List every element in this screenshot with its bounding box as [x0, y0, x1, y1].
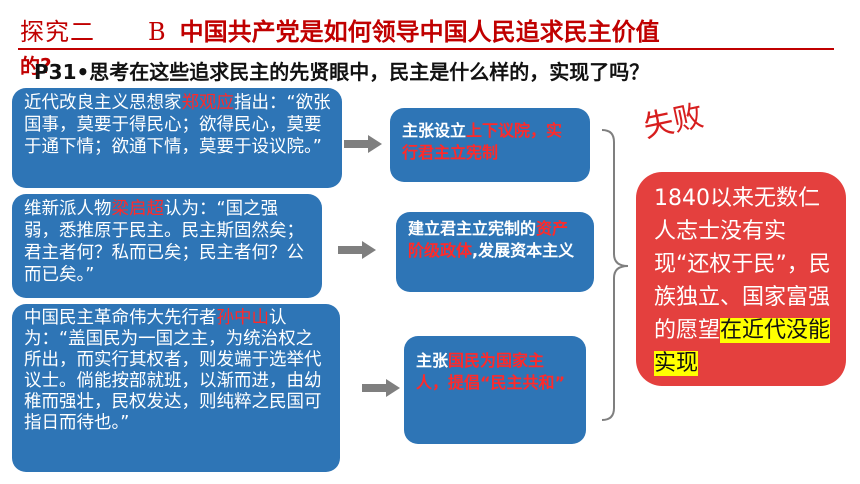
title-underline [18, 48, 834, 50]
quote-prefix: 维新派人物 [24, 199, 112, 219]
arrow-right-icon [338, 241, 376, 259]
quote-suffix: 认为： [164, 199, 217, 219]
proposal-highlight: 国民为国家主人，提倡“民主共和” [416, 351, 566, 392]
quote-prefix: 中国民主革命伟大先行者 [24, 308, 217, 328]
quote-body: “盖国民为一国之主，为统治权之所出，而实行其权者，则发端于选举代议士。倘能按部就… [24, 329, 322, 433]
verdict-label: 失败 [640, 98, 707, 146]
title-overflow: 的? [20, 54, 52, 78]
proposal-text-end: ,发展资本主义 [472, 241, 575, 260]
quote-suffix: 指出： [234, 93, 287, 113]
page-title: B 中国共产党是如何领导中国人民追求民主价值 [148, 12, 660, 47]
proposal-box-2: 建立君主立宪制的资产阶级政体,发展资本主义 [396, 212, 594, 292]
conclusion-box: 1840以来无数仁人志士没有实现“还权于民”，民族独立、国家富强的愿望在近代没能… [636, 172, 846, 386]
quote-person: 梁启超 [111, 199, 165, 219]
proposal-highlight: 上下议院，实行君主立宪制 [402, 121, 563, 162]
quote-box-liang: 维新派人物梁启超认为：“国之强弱，悉推原于民主。民主斯固然矣；君主者何？私而已矣… [12, 194, 322, 298]
proposal-box-1: 主张设立上下议院，实行君主立宪制 [390, 108, 590, 182]
proposal-box-3: 主张国民为国家主人，提倡“民主共和” [404, 336, 586, 444]
proposal-text: 主张 [416, 351, 449, 370]
quote-suffix: 认为： [24, 308, 287, 349]
quote-person: 郑观应 [181, 93, 235, 113]
section-letter: B [148, 18, 166, 46]
title-text: 中国共产党是如何领导中国人民追求民主价值 [179, 18, 660, 46]
question-text: P31•思考在这些追求民主的先贤眼中，民主是什么样的，实现了吗？ [34, 60, 650, 84]
quote-box-zheng: 近代改良主义思想家郑观应指出：“欲张国事，莫要于得民心；欲得民心，莫要于通下情；… [12, 88, 342, 188]
proposal-text: 建立君主立宪制的 [408, 219, 537, 238]
quote-prefix: 近代改良主义思想家 [24, 93, 182, 113]
quote-body: “欲张国事，莫要于得民心；欲得民心，莫要于通下情；欲通下情，莫要于设议院。” [24, 93, 331, 157]
section-label: 探究二 [20, 18, 95, 46]
arrow-right-icon [344, 135, 382, 153]
proposal-highlight: 资产阶级政体 [408, 219, 569, 260]
quote-person: 孙中山 [216, 308, 270, 328]
arrow-right-icon [362, 379, 400, 397]
proposal-text: 主张设立 [402, 121, 467, 140]
quote-body: “国之强弱，悉推原于民主。民主斯固然矣；君主者何？私而已矣；民主者何？公而已矣。… [24, 199, 304, 285]
conclusion-text: 1840以来无数仁人志士没有实现“还权于民”，民族独立、国家富强的愿望 [654, 186, 831, 343]
quote-box-sun: 中国民主革命伟大先行者孙中山认为：“盖国民为一国之主，为统治权之所出，而实行其权… [12, 304, 340, 472]
curly-bracket-icon [601, 129, 629, 421]
